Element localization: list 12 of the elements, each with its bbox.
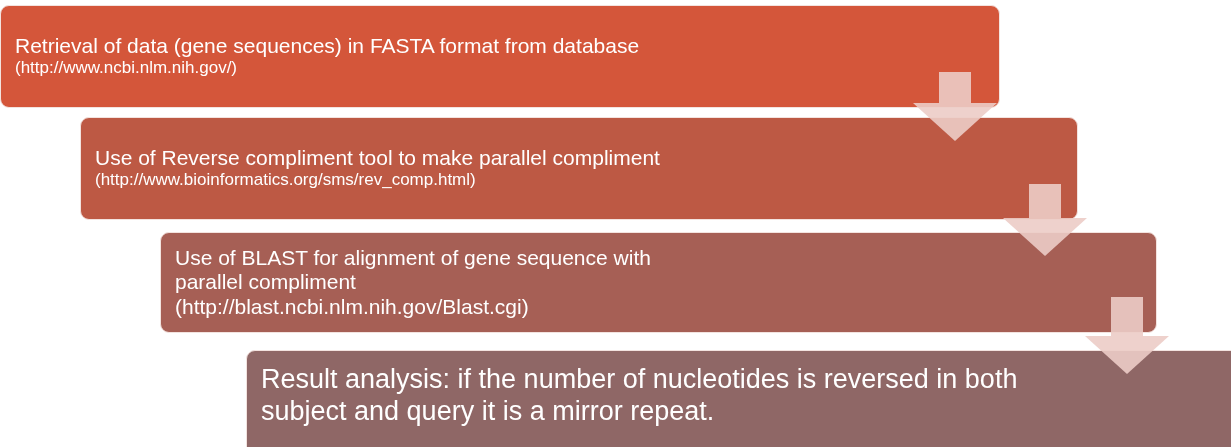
step-text: Use of BLAST for alignment of gene sequence with parallel compliment (http://blast.ncbi.nlm.nih.gov/Blast.cgi)	[175, 246, 652, 319]
step-text: Retrieval of data (gene sequences) in FASTA format from database	[15, 34, 641, 59]
process-box	[80, 117, 1078, 220]
process-box	[160, 232, 1157, 333]
down-arrow	[913, 72, 997, 141]
down-arrow	[1003, 184, 1087, 256]
url-text: (http://www.bioinformatics.org/sms/rev_comp.html)	[95, 170, 477, 191]
step-text: Use of Reverse compliment tool to make parallel compliment	[95, 146, 661, 171]
url-text: (http://www.ncbi.nlm.nih.gov/)	[15, 58, 239, 79]
process-box	[0, 5, 1000, 108]
process-box	[246, 350, 1231, 447]
step-text: Result analysis: if the number of nucleotides is reversed in both subject and query it is a mirror repeat.	[261, 363, 1019, 428]
